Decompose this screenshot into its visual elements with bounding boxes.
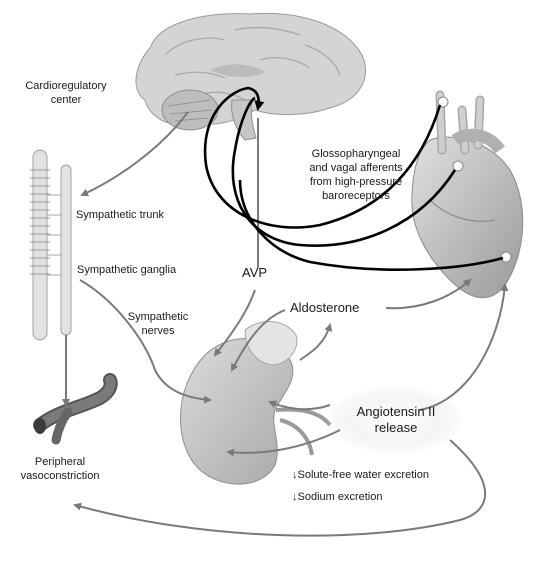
sodium-excretion-row: ↓Sodium excretion — [292, 490, 383, 504]
angiotensin-label: Angiotensin II release — [336, 404, 456, 436]
sympathetic-ganglia-label: Sympathetic ganglia — [77, 263, 176, 277]
cardioregulatory-center-label: Cardioregulatory center — [6, 79, 126, 107]
kidney-illustration — [180, 322, 330, 485]
brain-illustration — [136, 13, 366, 140]
solute-free-water-label: Solute-free water excretion — [298, 469, 429, 481]
sympathetic-trunk-illustration — [30, 150, 71, 340]
aldosterone-label: Aldosterone — [290, 300, 359, 316]
blood-vessel-illustration — [34, 380, 111, 440]
peripheral-vasoconstriction-label: Peripheral vasoconstriction — [0, 455, 120, 483]
sympathetic-nerves-label: Sympathetic nerves — [118, 310, 198, 338]
heart-illustration — [412, 95, 523, 298]
solute-free-water-row: ↓Solute-free water excretion — [292, 468, 429, 482]
sodium-excretion-label: Sodium excretion — [298, 491, 383, 503]
sympathetic-trunk-label: Sympathetic trunk — [76, 208, 164, 222]
avp-label: AVP — [242, 265, 267, 281]
baroreceptors-label: Glossopharyngeal and vagal afferents fro… — [292, 147, 420, 203]
